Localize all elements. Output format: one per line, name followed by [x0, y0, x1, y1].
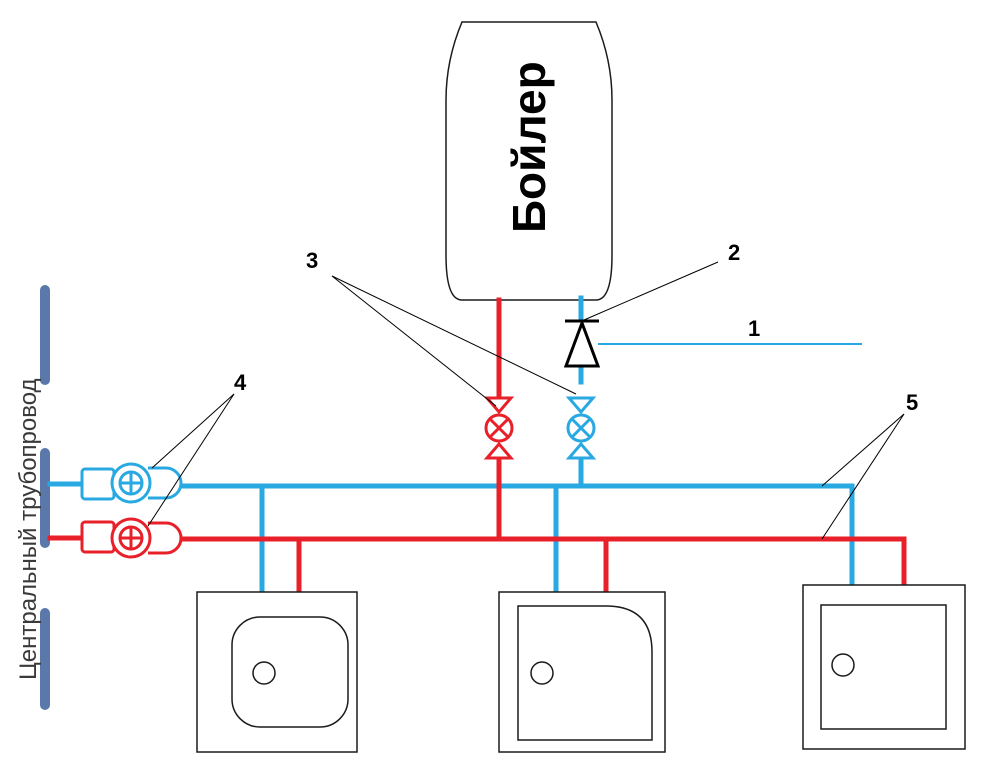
central-pipeline-label: Центральный трубопровод: [15, 378, 42, 680]
callout-1: 1: [748, 316, 760, 341]
check-valve-icon: [563, 318, 601, 368]
shutoff-valve-icon: [565, 396, 597, 460]
sink-icon: [498, 591, 666, 753]
callout-leaders: [147, 261, 905, 540]
sink-icon: [802, 584, 966, 750]
boiler: Бойлер: [445, 21, 613, 301]
callout-5: 5: [906, 390, 918, 415]
sink-icon: [196, 591, 358, 753]
water-meter-icon: [80, 462, 183, 504]
water-meter-icon: [80, 517, 183, 559]
central-pipeline: [40, 285, 50, 710]
callout-3: 3: [306, 248, 318, 273]
callout-2: 2: [728, 240, 740, 265]
callout-4: 4: [234, 370, 247, 395]
boiler-label: Бойлер: [503, 61, 555, 233]
shutoff-valve-icon: [483, 396, 515, 460]
hot-water-main: [47, 297, 907, 600]
